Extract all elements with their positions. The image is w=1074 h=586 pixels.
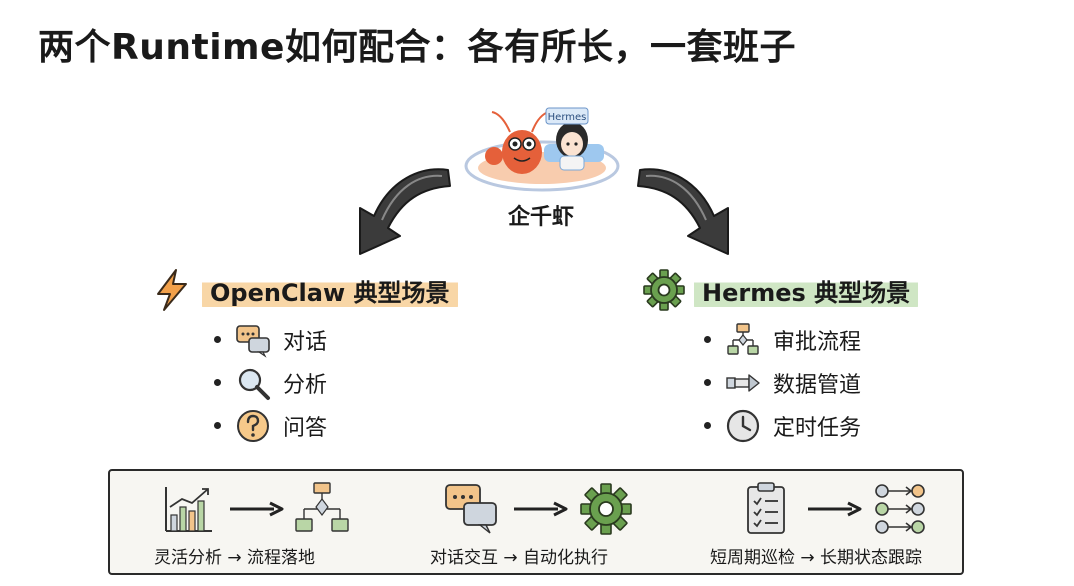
right-arrow-icon — [514, 501, 568, 517]
right-arrow-icon — [808, 501, 862, 517]
bullet-dot — [214, 379, 221, 386]
openclaw-scenario-list: 对话 分析 问答 — [214, 318, 327, 447]
page-title: 两个Runtime如何配合：各有所长，一套班子 — [38, 27, 796, 68]
list-item: 定时任务 — [704, 404, 861, 447]
list-item: 对话 — [214, 318, 327, 361]
openclaw-section-title: OpenClaw 典型场景 — [202, 270, 458, 310]
bullet-dot — [704, 336, 711, 343]
list-item: 问答 — [214, 404, 327, 447]
curved-arrow-right-icon — [637, 168, 729, 255]
list-item-label: 分析 — [283, 372, 328, 398]
list-item: 分析 — [214, 361, 327, 404]
chat-bubbles-icon — [445, 484, 497, 534]
lobster-and-girl-mascot: Hermes — [464, 107, 620, 192]
flow-label: 对话交互 → 自动化执行 — [430, 548, 609, 568]
clock-icon — [726, 409, 760, 442]
gear-icon — [643, 269, 685, 311]
bullet-dot — [214, 422, 221, 429]
flowchart-icon — [727, 322, 759, 355]
flow-label: 短周期巡检 → 长期状态跟踪 — [710, 548, 923, 568]
list-item-label: 数据管道 — [773, 372, 862, 398]
openclaw-section-header: OpenClaw 典型场景 — [150, 268, 458, 312]
lightning-icon — [157, 269, 187, 311]
list-item-label: 问答 — [283, 415, 328, 441]
list-item-label: 对话 — [283, 329, 328, 355]
chat-bubbles-icon — [236, 324, 270, 358]
pipe-arrow-icon — [726, 373, 760, 392]
hermes-section-title: Hermes 典型场景 — [694, 270, 919, 310]
hermes-section-header: Hermes 典型场景 — [642, 268, 919, 312]
list-item-label: 审批流程 — [773, 329, 862, 355]
hermes-badge: Hermes — [548, 112, 587, 123]
list-item: 数据管道 — [704, 361, 861, 404]
clipboard-icon — [747, 482, 785, 534]
flow-label: 灵活分析 → 流程落地 — [154, 548, 316, 568]
curved-arrow-left-icon — [359, 168, 451, 255]
bar-chart-icon — [165, 487, 212, 532]
right-arrow-icon — [230, 501, 284, 517]
gear-icon — [580, 483, 632, 535]
bullet-dot — [704, 379, 711, 386]
collaboration-flow-box: 灵活分析 → 流程落地 — [108, 469, 964, 575]
hermes-scenario-list: 审批流程 数据管道 定时任务 — [704, 318, 861, 447]
list-item: 审批流程 — [704, 318, 861, 361]
bullet-dot — [704, 422, 711, 429]
bullet-dot — [214, 336, 221, 343]
mascot-label: 企千虾 — [507, 205, 574, 230]
question-icon — [237, 409, 269, 442]
magnifier-icon — [238, 368, 270, 400]
list-item-label: 定时任务 — [773, 415, 862, 441]
node-flow-icon — [875, 484, 925, 534]
flowchart-icon — [295, 482, 349, 532]
